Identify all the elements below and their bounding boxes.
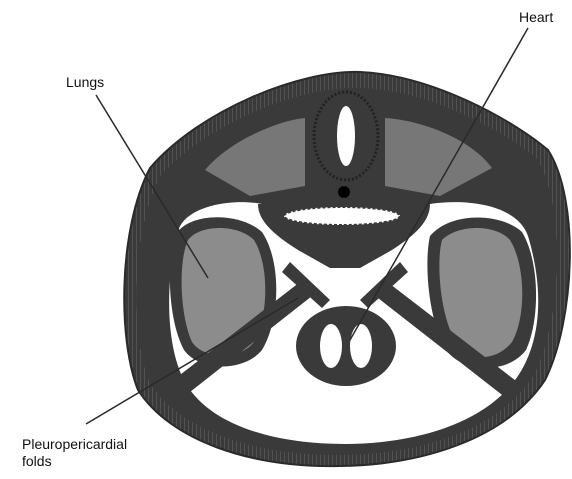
label-pleuropericardial-line1: Pleuropericardial [22, 436, 127, 453]
label-lungs: Lungs [66, 74, 104, 91]
heart-chamber-left [320, 324, 342, 368]
label-pleuropericardial-folds: Pleuropericardial folds [22, 436, 127, 470]
dorsal-aorta [284, 207, 400, 225]
label-heart: Heart [519, 9, 553, 26]
heart-chamber-right [350, 324, 372, 368]
notochord [338, 186, 350, 198]
neural-canal [337, 106, 355, 166]
label-pleuropericardial-line2: folds [22, 453, 127, 470]
